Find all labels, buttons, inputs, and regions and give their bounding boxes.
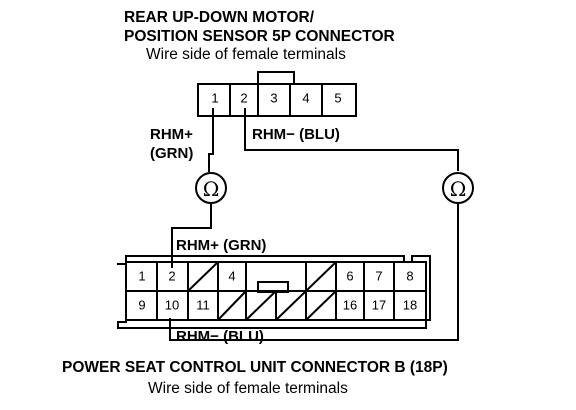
bottom-pin-6: 6	[346, 269, 353, 284]
top-connector-latch	[257, 71, 295, 85]
wire-label-rhm-minus-top: RHM− (BLU)	[252, 126, 340, 143]
bottom-connector-pins: 1 2 4 6 7 8 9 10 11 16 17 18	[138, 269, 417, 313]
bottom-pin-2: 2	[168, 269, 175, 284]
top-connector-subtitle: Wire side of female terminals	[146, 46, 346, 63]
wire-label-grn-top: (GRN)	[150, 145, 194, 162]
top-connector	[197, 71, 357, 117]
ohm-icon: Ω	[450, 177, 467, 201]
ohm-icon: Ω	[203, 177, 220, 201]
bottom-pin-4: 4	[228, 269, 235, 284]
blank-cavity-slash	[305, 261, 337, 292]
bottom-pin-8: 8	[406, 269, 413, 284]
wire-label-rhm-plus-top: RHM+	[150, 126, 193, 143]
ohmmeter-circle	[442, 172, 474, 204]
right-ohmmeter: Ω	[442, 172, 474, 204]
bottom-pin-17: 17	[372, 298, 386, 313]
top-connector-title-line1: REAR UP-DOWN MOTOR/	[124, 9, 315, 26]
bottom-pin-11: 11	[196, 298, 210, 313]
top-connector-title-line2: POSITION SENSOR 5P CONNECTOR	[124, 28, 395, 45]
top-pin-3: 3	[270, 91, 277, 106]
wire-label-rhm-minus-bottom: RHM− (BLU)	[176, 328, 264, 345]
wire-rhm-minus-top	[244, 108, 459, 171]
blank-cavity-slash	[305, 290, 337, 321]
bottom-pin-10: 10	[165, 298, 179, 313]
left-ohmmeter: Ω	[195, 172, 227, 204]
bottom-connector-title: POWER SEAT CONTROL UNIT CONNECTOR B (18P…	[62, 359, 448, 376]
top-pin-5: 5	[334, 91, 341, 106]
top-connector-pins: 1 2 3 4 5	[211, 91, 341, 106]
wire-label-rhm-plus-bottom: RHM+ (GRN)	[176, 237, 267, 254]
bottom-pin-18: 18	[403, 298, 417, 313]
blank-cavity-slash	[217, 290, 247, 321]
ohmmeter-circle	[195, 172, 227, 204]
bottom-pin-7: 7	[375, 269, 382, 284]
top-pin-2: 2	[240, 91, 247, 106]
blank-cavity-slash	[187, 261, 219, 292]
bottom-pin-16: 16	[343, 298, 357, 313]
bottom-connector	[117, 255, 431, 329]
bottom-pin-1: 1	[138, 269, 145, 284]
wire-rhm-plus-bottom	[171, 204, 212, 268]
bottom-connector-subtitle: Wire side of female terminals	[148, 380, 348, 397]
top-pin-1: 1	[211, 91, 218, 106]
blank-cavity-slash	[275, 290, 307, 321]
bottom-pin-9: 9	[138, 298, 145, 313]
wire-rhm-plus-top	[208, 108, 214, 172]
top-pin-4: 4	[302, 91, 309, 106]
blank-cavity-slash	[245, 290, 277, 321]
